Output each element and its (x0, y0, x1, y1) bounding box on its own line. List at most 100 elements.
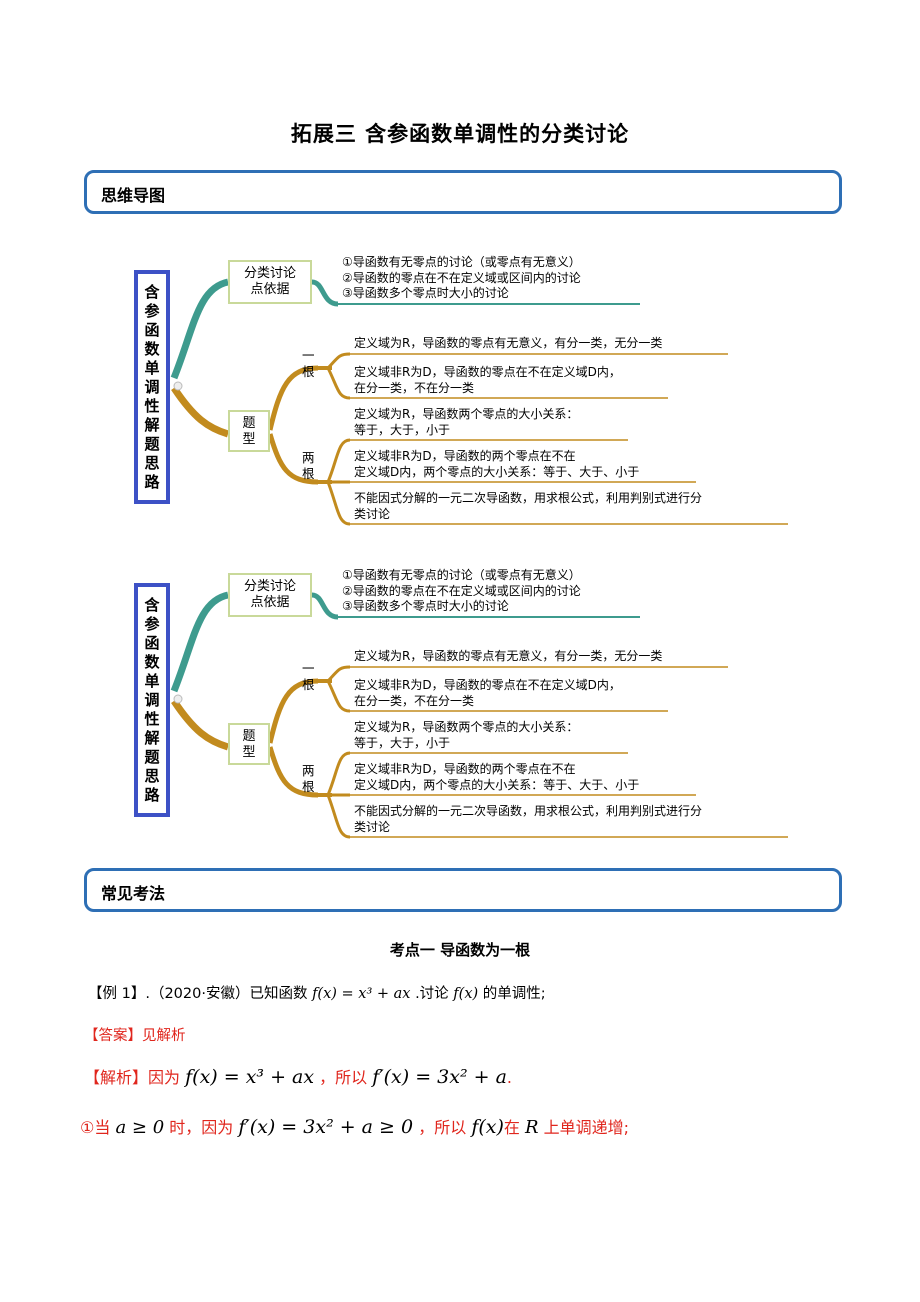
node-basis-line1: 分类讨论 (243, 579, 296, 594)
case-1-text-3: ，所以 (418, 1118, 467, 1137)
node-types-line1: 题 (242, 416, 256, 431)
mind-map-root: 含参函数单调性解题思路 (134, 270, 170, 504)
one-root-label-char: 一 (302, 661, 315, 676)
analysis-text-3: . (506, 1068, 513, 1087)
root-char: 单 (144, 358, 160, 377)
root-char: 题 (144, 747, 160, 766)
analysis-math-2: f′(x) = 3x² + a (372, 1066, 507, 1088)
basis-leaf-1: ①导函数有无零点的讨论（或零点有无意义） (342, 255, 581, 269)
leaf-line: 定义域非R为D，导函数的两个零点在不在 (354, 449, 576, 463)
case-1-line: ①当 a ≥ 0 时，因为 f′(x) = 3x² + a ≥ 0 ，所以 f(… (80, 1114, 629, 1138)
basis-leaf-1: ①导函数有无零点的讨论（或零点有无意义） (342, 568, 581, 582)
node-basis-line1: 分类讨论 (243, 266, 296, 281)
leaf-line: 类讨论 (354, 819, 391, 834)
case-1-text-2: 时，因为 (169, 1118, 234, 1137)
leaf-line: 等于，大于，小于 (354, 422, 451, 437)
root-char: 数 (144, 339, 160, 358)
analysis-line: 【解析】因为 f(x) = x³ + ax ，所以 f′(x) = 3x² + … (84, 1064, 512, 1088)
example-1: 【例 1】.（2020·安徽）已知函数 f(x) = x³ + ax .讨论 f… (88, 982, 546, 1003)
mind-map-node-basis: 分类讨论 点依据 (228, 573, 312, 617)
example-function-2: f(x) (453, 986, 479, 1002)
two-root-leaf-2: 定义域非R为D，导函数的两个零点在不在 定义域D内，两个零点的大小关系：等于、大… (354, 762, 639, 793)
two-root-leaf-2: 定义域非R为D，导函数的两个零点在不在 定义域D内，两个零点的大小关系：等于、大… (354, 449, 639, 480)
two-root-label-char: 两 (302, 763, 315, 778)
node-basis-line2: 点依据 (250, 282, 290, 297)
answer-text: 见解析 (142, 1028, 186, 1044)
leaf-line: 定义域非R为D，导函数的零点在不在定义域D内， (354, 678, 621, 692)
leaf-line: 等于，大于，小于 (354, 735, 451, 750)
mind-map-node-types: 题 型 (228, 723, 270, 765)
leaf-line: 定义域非R为D，导函数的零点在不在定义域D内， (354, 365, 621, 379)
one-root-label: 一 根 (302, 661, 316, 693)
mind-map-connectors (170, 591, 788, 839)
root-char: 路 (144, 785, 160, 804)
one-root-label-char: 一 (302, 348, 315, 363)
one-root-leaf-1: 定义域为R，导函数的零点有无意义，有分一类，无分一类 (354, 649, 662, 665)
two-root-label-char: 根 (302, 466, 315, 481)
basis-leaf-2: ②导函数的零点在不在定义域或区间内的讨论 (342, 270, 581, 285)
case-1-text-4: 在 (503, 1118, 520, 1137)
mind-map-node-types: 题 型 (228, 410, 270, 452)
case-1-text-5: 上单调递增; (543, 1118, 630, 1137)
leaf-line: 定义域为R，导函数的零点有无意义，有分一类，无分一类 (354, 336, 663, 350)
mind-map-node-basis: 分类讨论 点依据 (228, 260, 312, 304)
root-char: 调 (144, 690, 160, 709)
root-char: 调 (144, 377, 160, 396)
leaf-line: 不能因式分解的一元二次导函数，用求根公式，利用判别式进行分 (354, 804, 703, 818)
root-char: 函 (144, 633, 160, 652)
one-root-label-char: 根 (302, 677, 315, 692)
mind-map: 含参函数单调性解题思路 分类讨论 点依据 ①导函数有无零点的讨论（或零点有无意义… (128, 568, 808, 841)
answer-line: 【答案】见解析 (84, 1024, 186, 1045)
one-root-leaf-2: 定义域非R为D，导函数的零点在不在定义域D内， 在分一类，不在分一类 (354, 678, 621, 709)
two-root-label-char: 根 (302, 779, 315, 794)
root-char: 路 (144, 472, 160, 491)
root-char: 参 (144, 301, 160, 320)
section-header-label: 常见考法 (101, 884, 166, 903)
basis-leaves: ①导函数有无零点的讨论（或零点有无意义） ②导函数的零点在不在定义域或区间内的讨… (342, 255, 581, 302)
one-root-leaf-2: 定义域非R为D，导函数的零点在不在定义域D内， 在分一类，不在分一类 (354, 365, 621, 396)
example-function: f(x) = x³ + ax (312, 986, 411, 1002)
leaf-line: 定义域为R，导函数两个零点的大小关系： (354, 720, 579, 734)
node-types-line2: 型 (242, 432, 256, 447)
case-1-math-3: f(x) (471, 1116, 504, 1138)
answer-label: 【答案】 (84, 1028, 142, 1044)
root-char: 思 (144, 766, 160, 785)
two-root-leaf-1: 定义域为R，导函数两个零点的大小关系： 等于，大于，小于 (354, 407, 578, 438)
analysis-label: 【解析】 (84, 1068, 149, 1087)
root-char: 解 (144, 415, 160, 434)
analysis-text-1: 因为 (148, 1068, 181, 1087)
root-char: 含 (144, 595, 160, 614)
node-types-line2: 型 (242, 745, 256, 760)
two-root-leaf-1: 定义域为R，导函数两个零点的大小关系： 等于，大于，小于 (354, 720, 578, 751)
two-root-leaf-3: 不能因式分解的一元二次导函数，用求根公式，利用判别式进行分 类讨论 (354, 804, 702, 835)
section-header-mindmap: 思维导图 (84, 170, 842, 214)
root-char: 解 (144, 728, 160, 747)
case-1-math-4: R (525, 1117, 539, 1138)
leaf-line: 在分一类，不在分一类 (354, 380, 475, 395)
example-mid: .讨论 (415, 986, 449, 1002)
section-header-label: 思维导图 (101, 186, 166, 205)
root-char: 单 (144, 671, 160, 690)
mind-map-root: 含参函数单调性解题思路 (134, 583, 170, 817)
example-prefix: 【例 1】.（2020·安徽）已知函数 (88, 986, 308, 1002)
two-root-label-char: 两 (302, 450, 315, 465)
leaf-line: 类讨论 (354, 506, 391, 521)
mind-map: 含参函数单调性解题思路 分类讨论 点依据 ①导函数有无零点的讨论（或零点有无意义… (128, 255, 808, 528)
two-root-leaf-3: 不能因式分解的一元二次导函数，用求根公式，利用判别式进行分 类讨论 (354, 491, 702, 522)
analysis-text-2: ，所以 (319, 1068, 368, 1087)
basis-leaf-3: ③导函数多个零点时大小的讨论 (342, 599, 509, 613)
one-root-leaf-1: 定义域为R，导函数的零点有无意义，有分一类，无分一类 (354, 336, 662, 352)
root-char: 性 (144, 396, 160, 415)
one-root-label-char: 根 (302, 364, 315, 379)
root-char: 性 (144, 709, 160, 728)
root-char: 思 (144, 453, 160, 472)
two-root-label: 两 根 (302, 763, 316, 795)
root-char: 含 (144, 282, 160, 301)
node-basis-line2: 点依据 (250, 595, 290, 610)
leaf-line: 定义域D内，两个零点的大小关系：等于、大于、小于 (354, 464, 640, 479)
leaf-line: 定义域D内，两个零点的大小关系：等于、大于、小于 (354, 777, 640, 792)
root-char: 题 (144, 434, 160, 453)
page-title: 拓展三 含参函数单调性的分类讨论 (290, 122, 630, 146)
root-char: 参 (144, 614, 160, 633)
basis-leaf-3: ③导函数多个零点时大小的讨论 (342, 286, 509, 300)
